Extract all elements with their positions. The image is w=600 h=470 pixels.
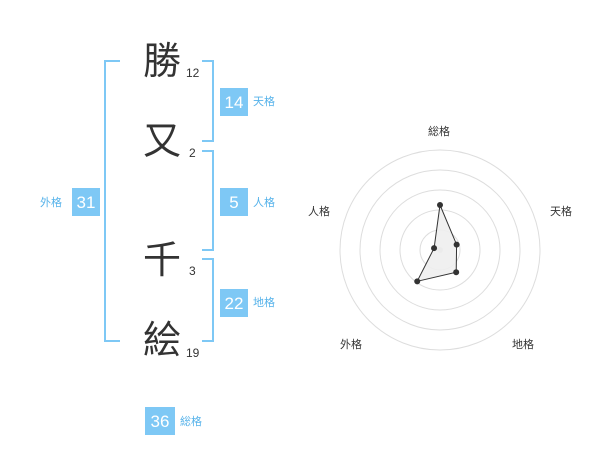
kanji-3: 千 bbox=[143, 238, 182, 282]
tenkaku-bracket bbox=[202, 60, 214, 142]
radar-point bbox=[437, 202, 443, 208]
soukaku-label: 総格 bbox=[180, 415, 202, 428]
radar-label-chikaku: 地格 bbox=[512, 338, 534, 351]
radar-point bbox=[453, 241, 460, 248]
chikaku-label: 地格 bbox=[253, 296, 275, 309]
gaikaku-bracket bbox=[104, 60, 120, 342]
kanji-2: 又 bbox=[143, 119, 182, 163]
stroke-count-2: 2 bbox=[189, 146, 196, 160]
chikaku-bracket bbox=[202, 258, 214, 342]
kanji-4: 絵 bbox=[143, 318, 182, 362]
stroke-count-1: 12 bbox=[186, 66, 200, 80]
radar-ring bbox=[379, 189, 501, 311]
radar-label-soukaku: 総格 bbox=[428, 125, 450, 138]
jinkaku-bracket bbox=[202, 150, 214, 251]
chikaku-value: 22 bbox=[220, 289, 248, 317]
jinkaku-label: 人格 bbox=[253, 196, 275, 209]
soukaku-value: 36 bbox=[145, 407, 175, 435]
radar-label-gaikaku: 外格 bbox=[340, 338, 362, 351]
radar-ring bbox=[339, 149, 541, 351]
radar-point bbox=[453, 269, 460, 276]
radar-ring bbox=[359, 169, 521, 331]
gaikaku-value: 31 bbox=[72, 188, 100, 216]
kanji-1: 勝 bbox=[143, 39, 182, 83]
radar-polygon bbox=[416, 203, 458, 283]
radar-point bbox=[431, 245, 438, 252]
jinkaku-value: 5 bbox=[220, 188, 248, 216]
radar-label-jinkaku: 人格 bbox=[308, 205, 330, 218]
radar-points bbox=[414, 202, 460, 285]
stroke-count-3: 3 bbox=[189, 264, 196, 278]
radar-point bbox=[414, 278, 421, 285]
radar-label-tenkaku: 天格 bbox=[550, 205, 572, 218]
tenkaku-value: 14 bbox=[220, 88, 248, 116]
gaikaku-label: 外格 bbox=[40, 196, 62, 209]
stroke-count-4: 19 bbox=[186, 346, 200, 360]
tenkaku-label: 天格 bbox=[253, 95, 275, 108]
